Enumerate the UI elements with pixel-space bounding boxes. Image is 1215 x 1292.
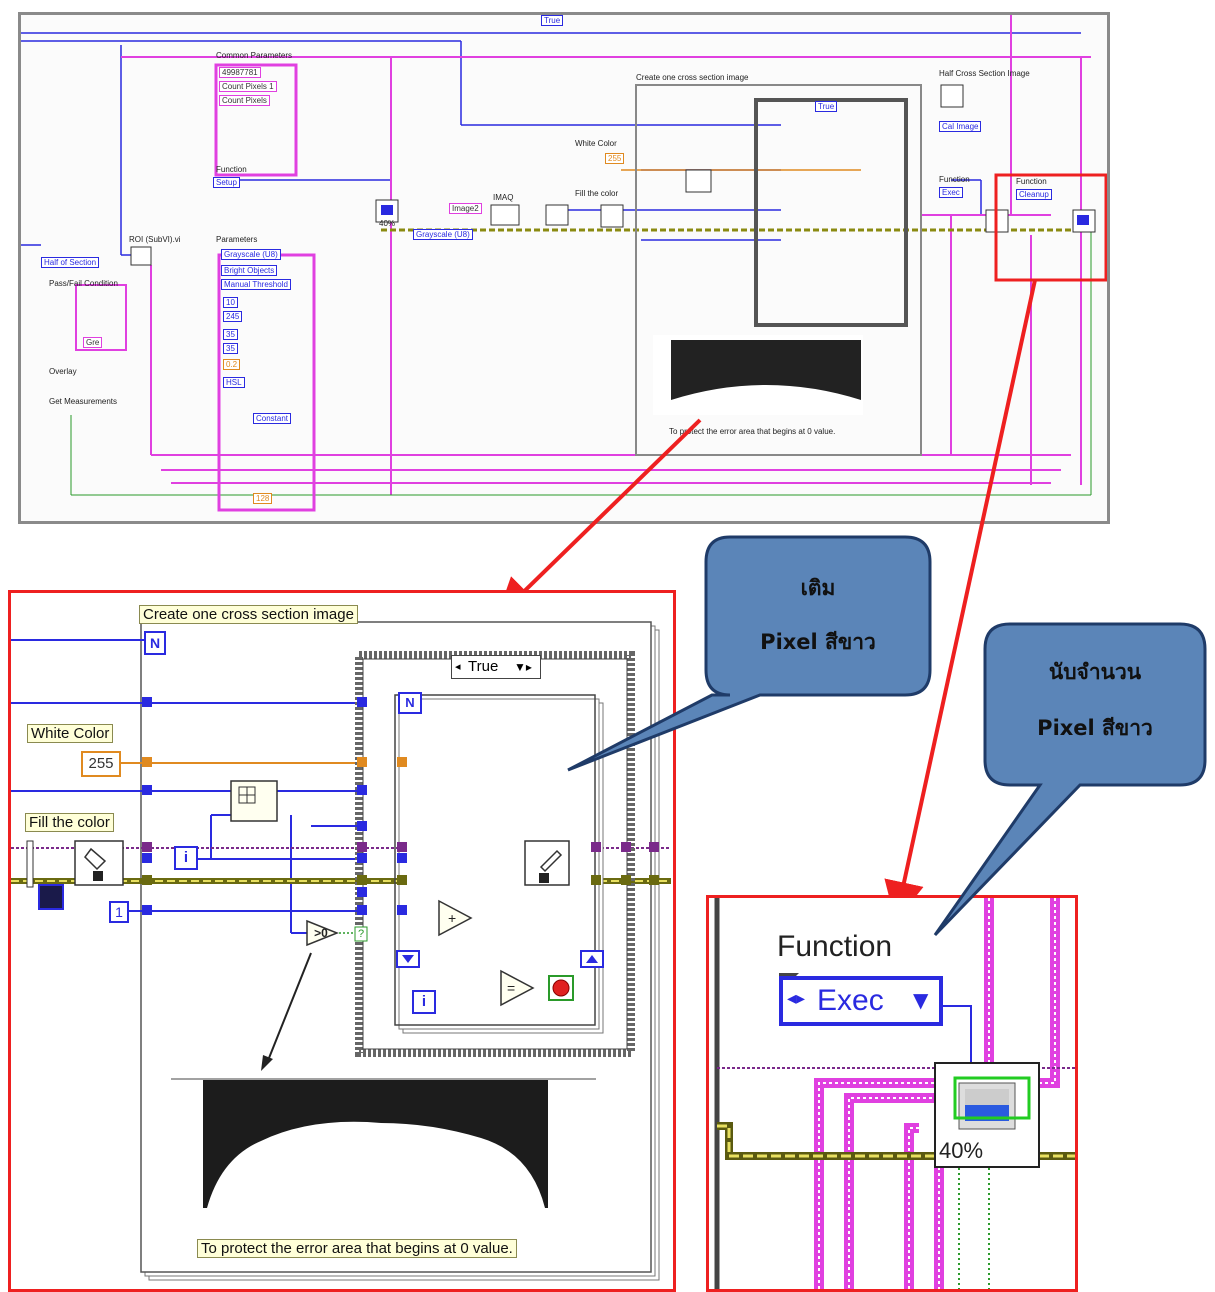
inner-n-terminal: N: [401, 694, 419, 712]
common-param-2: Count Pixels 1: [219, 81, 277, 92]
overview-case-selector[interactable]: True: [541, 15, 563, 26]
protect-error-note: To protect the error area that begins at…: [197, 1239, 517, 1258]
protect-note-small: To protect the error area that begins at…: [669, 427, 835, 436]
get-measurements-label: Get Measurements: [49, 397, 117, 406]
inner-loop-i-terminal: i: [415, 993, 433, 1011]
function-exec-dropdown[interactable]: ◂▸ Exec ▼: [779, 976, 943, 1026]
white-color-label: White Color: [27, 724, 113, 743]
callout-fill-line2: Pixel สีขาว: [706, 626, 930, 659]
overview-wires: [21, 15, 1110, 524]
param-grayscale[interactable]: Grayscale (U8): [221, 249, 281, 260]
create-cross-label-small: Create one cross section image: [636, 73, 749, 82]
half-of-section-ref: Half of Section: [41, 257, 99, 268]
greater-than-zero-node: >0: [309, 925, 333, 941]
callout-count-line1: นับจำนวน: [985, 656, 1205, 689]
create-cross-section-label: Create one cross section image: [139, 605, 358, 624]
function-label-cleanup: Function: [1016, 177, 1047, 186]
pass-fail-label: Pass/Fail Condition: [49, 279, 118, 288]
enum-arrows-icon[interactable]: ◂▸: [787, 988, 805, 1009]
case-selector-value: True: [468, 656, 498, 678]
param-num-35b: 35: [223, 343, 238, 354]
zoom-panel-right: Function ◂▸ Exec ▼ 40%: [706, 895, 1078, 1292]
param-manual-threshold[interactable]: Manual Threshold: [221, 279, 291, 290]
boolean-question-terminal: ?: [356, 927, 366, 941]
svg-text:+: +: [448, 910, 456, 926]
half-cross-section-title: Half Cross Section Image: [939, 69, 1030, 78]
param-num-245: 245: [223, 311, 242, 322]
svg-text:=: =: [507, 980, 515, 996]
common-param-1: 49987781: [219, 67, 261, 78]
inner-case-selector-small[interactable]: True: [815, 101, 837, 112]
cal-image-ref: Cal Image: [939, 121, 981, 132]
dropdown-arrow-icon[interactable]: ▼: [913, 988, 928, 1012]
param-hsl[interactable]: HSL: [223, 377, 245, 388]
zoom-panel-left: + = Create one cross section image N Whi…: [8, 590, 676, 1292]
function-exec-dropdown-small[interactable]: Exec: [939, 187, 963, 198]
grayscale-dropdown[interactable]: Grayscale (U8): [413, 229, 473, 240]
case-prev-icon[interactable]: ◂: [455, 656, 461, 678]
pass-fail-value[interactable]: Gre: [83, 337, 102, 348]
zoom-left-diagram: + =: [11, 593, 673, 1292]
overview-block-diagram: True Common Parameters 49987781 Count Pi…: [18, 12, 1110, 524]
callout-fill-line1: เติม: [706, 572, 930, 605]
overlay-label: Overlay: [49, 367, 77, 376]
function-exec-value: Exec: [817, 984, 884, 1018]
function-setup-dropdown[interactable]: Setup: [213, 177, 240, 188]
image2-constant: Image2: [449, 203, 482, 214]
case-dropdown-icon[interactable]: ▼▸: [514, 656, 532, 678]
parameters-title: Parameters: [216, 235, 257, 244]
function-cleanup-dropdown[interactable]: Cleanup: [1016, 189, 1052, 200]
imaq-node-label: IMAQ: [493, 193, 513, 202]
common-param-3: Count Pixels: [219, 95, 270, 106]
constant-one[interactable]: 1: [109, 901, 129, 923]
function-label: Function: [777, 930, 892, 964]
progress-percent: 40%: [939, 1138, 983, 1164]
num-255-small: 255: [605, 153, 624, 164]
loop-iteration-terminal: i: [177, 849, 195, 867]
common-parameters-title: Common Parameters: [216, 51, 292, 60]
callout-count-line2: Pixel สีขาว: [985, 712, 1205, 745]
white-color-value[interactable]: 255: [81, 751, 121, 777]
fill-the-color-label: Fill the color: [25, 813, 114, 832]
function-label-exec-small: Function: [939, 175, 970, 184]
param-num-0-2: 0.2: [223, 359, 240, 370]
param-num-35a: 35: [223, 329, 238, 340]
param-constant[interactable]: Constant: [253, 413, 291, 424]
fill-color-label-small: Fill the color: [575, 189, 618, 198]
white-color-label-small: White Color: [575, 139, 617, 148]
param-num-10: 10: [223, 297, 238, 308]
progress-node-small: 40%: [379, 219, 395, 228]
param-num-128: 128: [253, 493, 272, 504]
case-selector[interactable]: ◂ True ▼▸: [451, 655, 541, 679]
n-terminal: N: [144, 631, 166, 655]
roi-subvi-label: ROI (SubVI).vi: [129, 235, 181, 244]
param-bright-objects[interactable]: Bright Objects: [221, 265, 277, 276]
function-label-setup: Function: [216, 165, 247, 174]
